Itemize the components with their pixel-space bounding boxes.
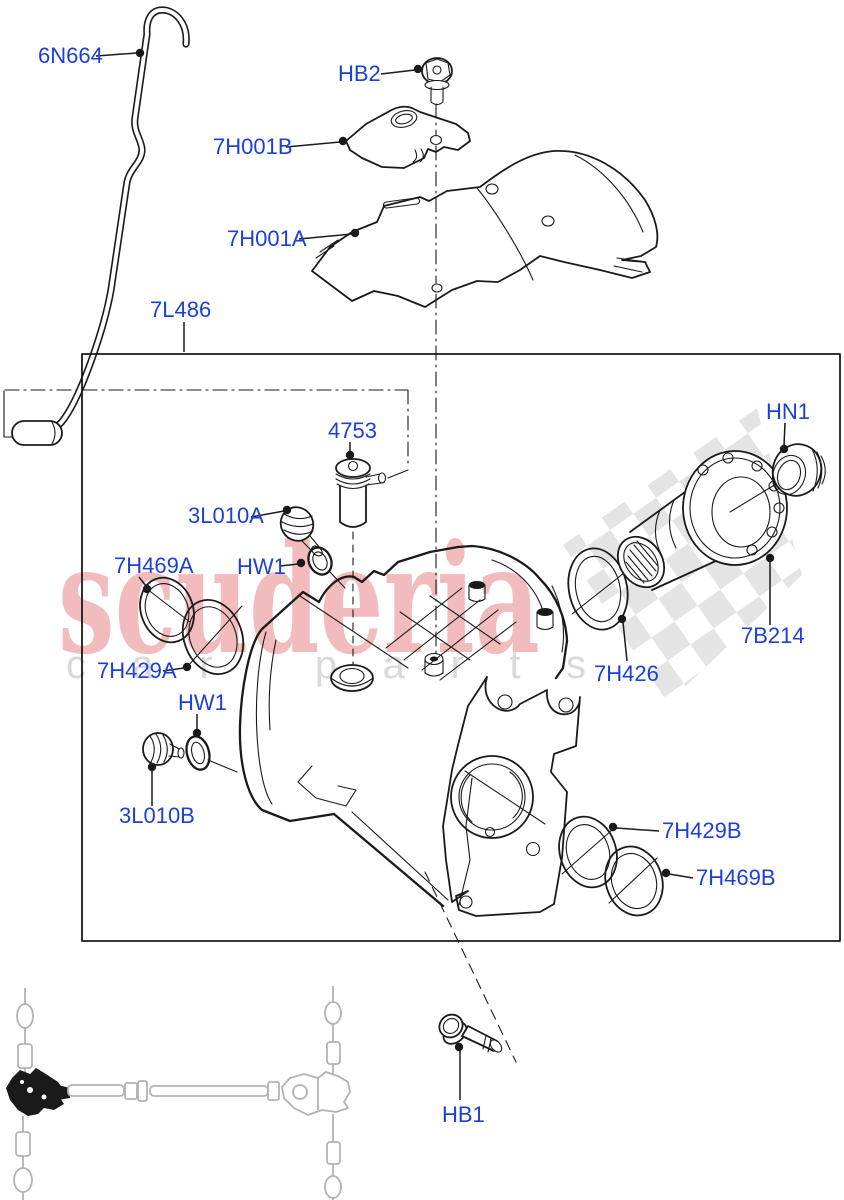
label-7B214[interactable]: 7B214: [741, 623, 805, 648]
part-seal-7H469B[interactable]: [597, 839, 672, 923]
part-plug-3L010B[interactable]: [142, 732, 185, 766]
part-transfer-case-housing[interactable]: [238, 544, 581, 917]
label-7H429B[interactable]: 7H429B: [662, 818, 742, 843]
part-bolt-HB1[interactable]: [435, 1010, 504, 1054]
part-seal-7H429A[interactable]: [173, 591, 253, 682]
label-7H429A[interactable]: 7H429A: [97, 658, 177, 683]
label-HW1-lower[interactable]: HW1: [178, 690, 227, 715]
assembly-box-7L486[interactable]: [81, 353, 841, 942]
part-nut-HN1[interactable]: [766, 437, 829, 502]
label-3L010B[interactable]: 3L010B: [119, 803, 195, 828]
part-bolt-HB2[interactable]: [421, 57, 453, 106]
checker-flag-icon: [563, 408, 802, 703]
part-heatshield-7H001A[interactable]: [311, 150, 659, 308]
label-HB1[interactable]: HB1: [442, 1102, 485, 1127]
label-7L486[interactable]: 7L486: [150, 297, 211, 322]
part-flange-shaft-7B214[interactable]: [608, 450, 788, 596]
label-3L010A[interactable]: 3L010A: [188, 503, 264, 528]
label-4753[interactable]: 4753: [328, 418, 377, 443]
part-washer-HW1-lower[interactable]: [183, 734, 238, 773]
part-bracket-7H001B[interactable]: [345, 105, 471, 169]
part-seal-7H469A[interactable]: [131, 570, 202, 650]
front-ptu-highlight: [6, 1068, 64, 1116]
label-HW1-upper[interactable]: HW1: [237, 554, 286, 579]
label-7H469A[interactable]: 7H469A: [114, 553, 194, 578]
label-6N664[interactable]: 6N664: [38, 43, 103, 68]
label-7H426[interactable]: 7H426: [594, 661, 659, 686]
label-HB2[interactable]: HB2: [338, 61, 381, 86]
label-7H001B[interactable]: 7H001B: [213, 134, 293, 159]
part-labels: 6N664 HB2 7H001B 7H001A 7L486 4753 HN1 3…: [38, 43, 810, 1127]
label-7H469B[interactable]: 7H469B: [696, 865, 776, 890]
part-seal-7H429B[interactable]: [550, 809, 626, 895]
leader-lines: [95, 48, 789, 1100]
label-7H001A[interactable]: 7H001A: [227, 226, 307, 251]
label-HN1[interactable]: HN1: [766, 399, 810, 424]
driveline-overview-thumbnail[interactable]: [6, 986, 351, 1200]
part-breather-tube-6N664[interactable]: [11, 6, 190, 446]
part-breather-valve-4753[interactable]: [335, 458, 387, 528]
